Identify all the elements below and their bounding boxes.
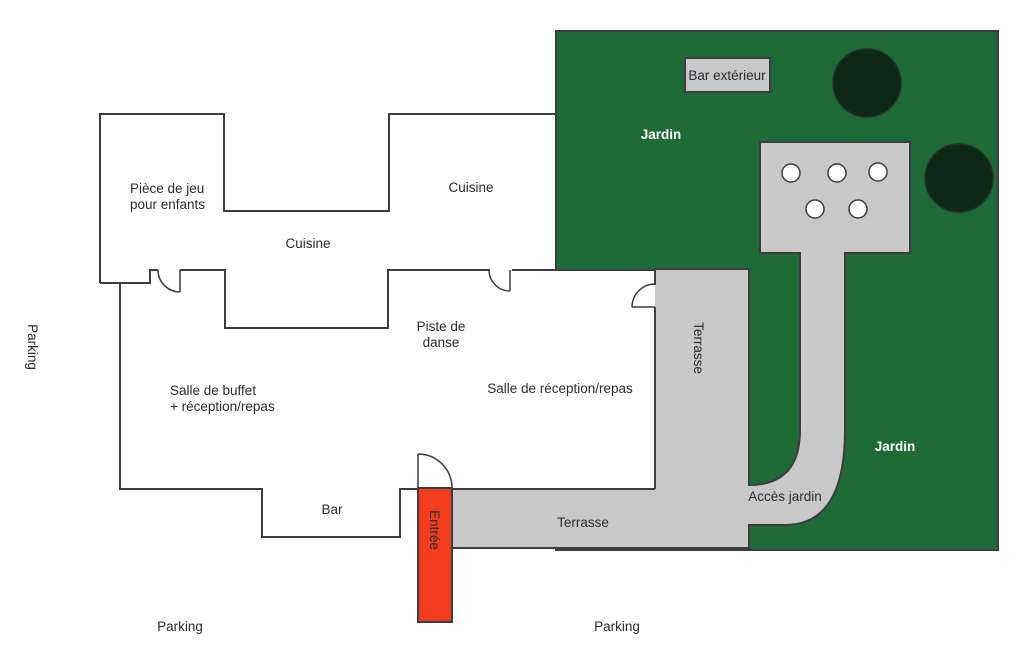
door-terrace: [631, 283, 656, 308]
building-walls: [99, 31, 655, 538]
building-area: [100, 114, 655, 537]
tree-icon: [924, 143, 994, 213]
patio-table: [868, 162, 888, 182]
parking-bottom-left-label: Parking: [157, 619, 203, 634]
terrace-border: [451, 141, 911, 549]
buffet-hall-label-line2: + réception/repas: [170, 399, 275, 414]
entrance-box: [417, 487, 453, 623]
dance-floor-label-line2: danse: [423, 335, 460, 350]
playroom-label-line2: pour enfants: [130, 197, 205, 212]
buffet-hall-label-line1: Salle de buffet: [170, 383, 256, 398]
parking-bottom-right-label: Parking: [594, 619, 640, 634]
terrace-vertical-label: Terrasse: [691, 322, 706, 374]
garden-right-label: Jardin: [875, 439, 916, 454]
dance-floor-label-line1: Piste de: [417, 319, 466, 334]
garden-access-label: Accès jardin: [748, 489, 822, 504]
outdoor-bar-label: Bar extérieur: [688, 68, 766, 83]
parking-left-label: Parking: [25, 324, 40, 370]
patio-table: [827, 163, 847, 183]
patio-table: [848, 199, 868, 219]
kitchen-corridor-label: Cuisine: [285, 236, 330, 251]
patio-table: [805, 199, 825, 219]
door-playroom: [157, 269, 181, 293]
garden-top-label: Jardin: [641, 127, 682, 142]
kitchen-top-label: Cuisine: [448, 180, 493, 195]
reception-hall-label: Salle de réception/repas: [487, 381, 633, 396]
terrace-and-path-area: [452, 142, 910, 548]
entrance-label: Entrée: [427, 510, 442, 550]
playroom-label-line1: Pièce de jeu: [130, 181, 204, 196]
terrace-horizontal-label: Terrasse: [557, 515, 609, 530]
outdoor-bar-box: [684, 57, 771, 93]
bar-label: Bar: [321, 502, 343, 517]
door-reception: [488, 269, 511, 292]
tree-icon: [832, 48, 902, 118]
door-entrance: [417, 453, 453, 489]
patio-table: [781, 163, 801, 183]
